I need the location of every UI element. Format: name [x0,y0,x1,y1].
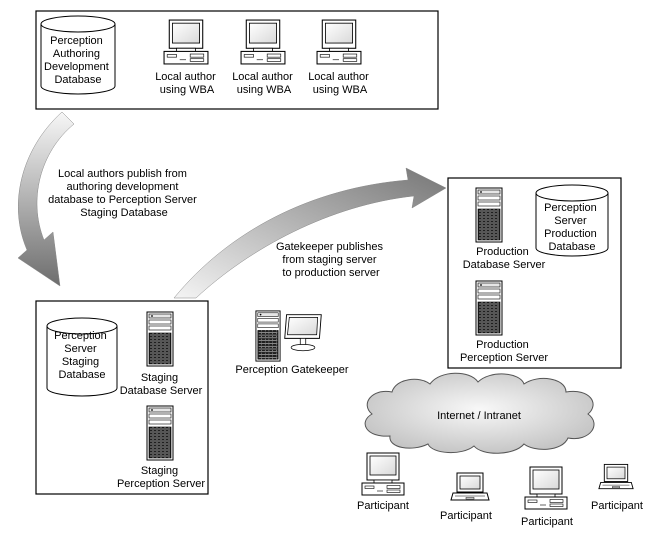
production-perception-server-icon [475,280,503,336]
participant-desktop-icon [361,452,405,496]
staging-database-label-line: Staging [62,356,99,368]
publish-to-staging-arrow [17,111,75,287]
authoring-database-label-line: Development [44,61,109,73]
authoring-database-label-line: Database [54,74,101,86]
local-author-label-line: Local author [232,71,293,83]
production-database-label-line: Perception [544,202,597,214]
local-author-label-line: using WBA [237,84,292,96]
local-author-label: Local author using WBA [155,71,219,96]
local-author-workstation-icon [240,19,286,65]
production-database-label-line: Production [544,228,597,240]
publish-to-staging-label-line: Staging Database [80,207,167,219]
publish-to-staging-label-line: authoring development [67,181,179,193]
staging-perception-server-label: Staging Perception Server [117,465,205,490]
local-author-label-line: using WBA [313,84,368,96]
publish-to-production-label-line: from staging server [282,254,376,266]
staging-perception-server-icon [146,405,174,461]
staging-database-server-label: Staging Database Server [120,372,203,397]
internet-cloud-icon [364,372,595,454]
participant-label: Participant [357,500,409,512]
production-database-label-line: Database [548,241,595,253]
participant-desktop-icon [524,466,568,510]
production-database-label: Perception Server Production Database [544,202,600,253]
publish-to-production-label-line: Gatekeeper publishes [276,241,384,253]
publish-to-staging-label-line: Local authors publish from [58,168,187,180]
production-database-label-line: Server [554,215,587,227]
network-label: Internet / Intranet [437,410,521,422]
staging-database-server-label-line: Staging [141,372,178,384]
staging-database-label-line: Server [64,343,97,355]
production-perception-server-label: Production Perception Server [460,339,548,364]
staging-database-server-label-line: Database Server [120,385,203,397]
publish-to-production-label-line: to production server [282,267,380,279]
authoring-database-icon [40,15,116,95]
participant-label: Participant [521,516,573,528]
participant-label: Participant [440,510,492,522]
production-perception-server-label-line: Perception Server [460,352,548,364]
staging-database-label-line: Perception [54,330,107,342]
staging-database-server-icon [146,311,174,367]
staging-perception-server-label-line: Staging [141,465,178,477]
participant-laptop-icon [450,472,490,501]
participant-label: Participant [591,500,643,512]
gatekeeper-server-icon [255,310,281,362]
staging-database-label-line: Database [58,369,105,381]
local-author-label: Local author using WBA [232,71,296,96]
local-author-workstation-icon [163,19,209,65]
staging-database-label: Perception Server Staging Database [54,330,110,381]
production-database-server-label-line: Database Server [463,259,546,271]
publish-to-staging-label: Local authors publish from authoring dev… [48,168,200,219]
authoring-database-label-line: Perception [50,35,103,47]
local-author-workstation-icon [316,19,362,65]
production-database-server-label: Production Database Server [463,246,546,271]
local-author-label-line: using WBA [160,84,215,96]
production-database-server-icon [475,187,503,243]
staging-perception-server-label-line: Perception Server [117,478,205,490]
local-author-label-line: Local author [308,71,369,83]
authoring-database-label: Perception Authoring Development Databas… [44,35,112,86]
publish-to-production-arrow [173,167,447,299]
publish-to-staging-label-line: database to Perception Server [48,194,197,206]
publish-to-production-label: Gatekeeper publishes from staging server… [276,241,386,279]
gatekeeper-monitor-icon [284,314,322,352]
production-perception-server-label-line: Production [476,339,529,351]
local-author-label: Local author using WBA [308,71,372,96]
production-database-icon [535,184,609,257]
production-database-server-label-line: Production [476,246,529,258]
authoring-database-label-line: Authoring [53,48,100,60]
gatekeeper-label: Perception Gatekeeper [235,364,348,376]
staging-database-icon [46,317,118,397]
local-author-label-line: Local author [155,71,216,83]
participant-laptop-icon [598,463,634,490]
